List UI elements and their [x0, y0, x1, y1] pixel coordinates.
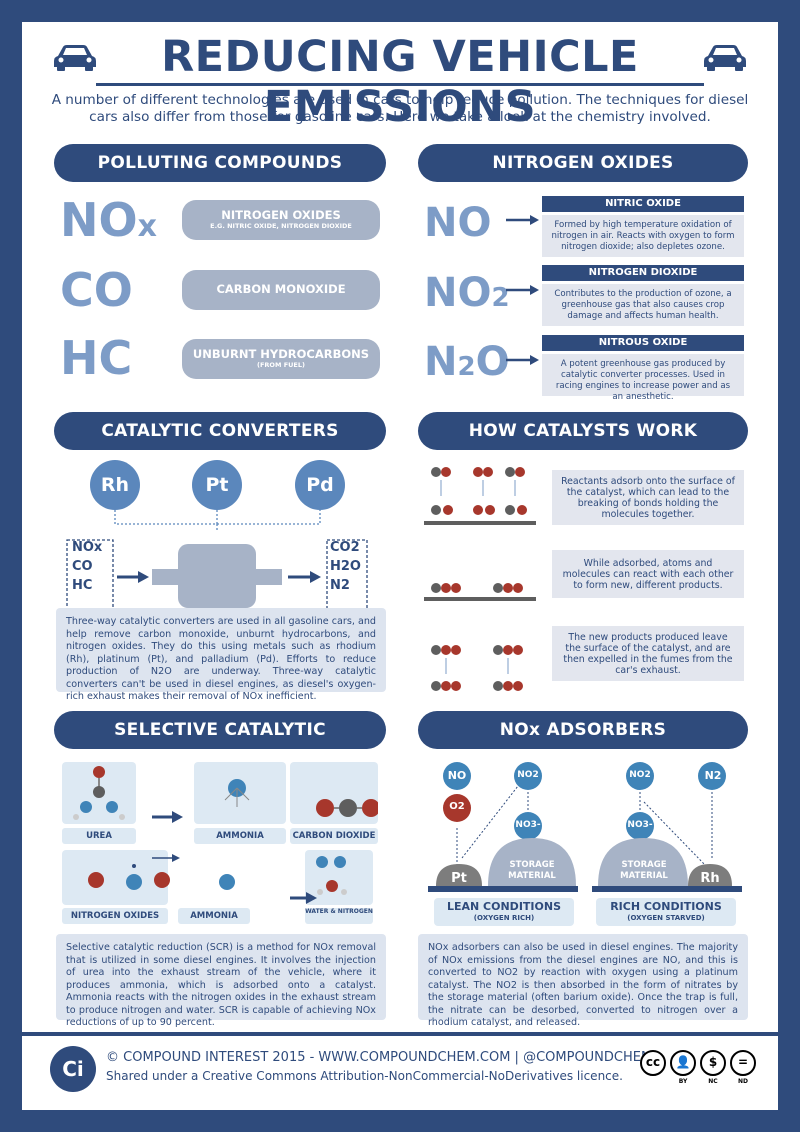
- storage-material-rich: STORAGE MATERIAL: [620, 860, 668, 881]
- nox-adsorbers-text: NOx adsorbers can also be used in diesel…: [418, 934, 748, 1028]
- no3-molecule-rich: NO3-: [627, 820, 653, 830]
- scr-molecules-diagram: [73, 766, 378, 904]
- palladium-atom: Pd: [295, 460, 345, 510]
- no2-molecule: NO2: [517, 770, 539, 780]
- nitrogen-oxides-pill: NITROGEN OXIDES E.G. NITRIC OXIDE, NITRO…: [182, 200, 380, 240]
- car-icon: [704, 45, 746, 71]
- cc-icon: cc: [640, 1050, 666, 1076]
- arrow-right-icon: [506, 355, 539, 365]
- nitrogen-dioxide-tag: NITROGEN DIOXIDE: [542, 265, 744, 281]
- step2: [424, 583, 536, 601]
- platinum-atom: Pt: [192, 460, 242, 510]
- intro-text: A number of different technologies are u…: [51, 92, 749, 125]
- nox-adsorbers-heading: NOx ADSORBERS: [418, 711, 748, 749]
- infographic-page: REDUCING VEHICLE EMISSIONS A number of d…: [22, 22, 778, 1110]
- nitrogen-oxides-label: NITROGEN OXIDES: [62, 908, 168, 924]
- converter-outputs: CO2 H2O N2: [330, 538, 361, 595]
- footer: [22, 1032, 778, 1110]
- car-icon: [54, 45, 96, 71]
- pt-catalyst: Pt: [451, 871, 467, 886]
- output-co2: CO2: [330, 540, 360, 555]
- nitrogen-oxides-heading: NITROGEN OXIDES: [418, 144, 748, 182]
- hc-symbol: HC: [60, 331, 133, 385]
- nitrous-oxide-description: A potent greenhouse gas produced by cata…: [542, 354, 744, 402]
- lean-conditions-subtitle: (OXYGEN RICH): [473, 914, 535, 922]
- urea-label: UREA: [62, 828, 136, 844]
- catalyst-step-2-text: While adsorbed, atoms and molecules can …: [552, 550, 744, 598]
- carbon-monoxide-pill: CARBON MONOXIDE: [182, 270, 380, 310]
- carbon-dioxide-label: CARBON DIOXIDE: [290, 828, 378, 844]
- no-formula: NO: [424, 200, 492, 246]
- step3: [431, 645, 523, 691]
- catalytic-converter-diagram: [66, 510, 368, 613]
- nitrogen-dioxide-description: Contributes to the production of ozone, …: [542, 284, 744, 326]
- input-nox: NOx: [72, 540, 103, 555]
- catalyst-step-1-text: Reactants adsorb onto the surface of the…: [552, 470, 744, 525]
- lean-conditions-box: LEAN CONDITIONS (OXYGEN RICH): [434, 898, 574, 926]
- rh-catalyst: Rh: [700, 871, 720, 886]
- attribution-icon: 👤: [670, 1050, 696, 1076]
- no3-molecule: NO3-: [515, 820, 541, 830]
- compound-interest-logo: Ci: [50, 1046, 96, 1092]
- nox-panel: [62, 850, 168, 905]
- output-n2: N2: [330, 578, 350, 593]
- no2-formula: NO2: [424, 270, 510, 316]
- input-co: CO: [72, 559, 93, 574]
- no2-molecule-rich: NO2: [629, 770, 651, 780]
- rich-conditions-box: RICH CONDITIONS (OXYGEN STARVED): [596, 898, 736, 926]
- n2o-formula: N2O: [424, 339, 510, 385]
- water-nitrogen-label: WATER & NITROGEN: [305, 908, 373, 924]
- by-label: BY: [678, 1078, 688, 1085]
- co2-panel: [290, 762, 378, 824]
- page-title: REDUCING VEHICLE EMISSIONS: [161, 32, 639, 132]
- nd-label: ND: [737, 1078, 748, 1085]
- nitrous-oxide-tag: NITROUS OXIDE: [542, 335, 744, 351]
- how-catalysts-work-heading: HOW CATALYSTS WORK: [418, 412, 748, 450]
- output-h2o: H2O: [330, 559, 361, 574]
- scr-heading: SELECTIVE CATALYTIC REDUCTION: [54, 711, 386, 778]
- title-underline: [96, 83, 704, 86]
- arrow-right-icon: [506, 285, 539, 295]
- nc-label: NC: [708, 1078, 718, 1085]
- input-hc: HC: [72, 578, 93, 593]
- nitric-oxide-tag: NITRIC OXIDE: [542, 196, 744, 212]
- footer-licence: Shared under a Creative Commons Attribut…: [106, 1069, 623, 1083]
- noncommercial-icon: $: [700, 1050, 726, 1076]
- nox-symbol: NOx: [60, 193, 157, 247]
- catalyst-step-3-text: The new products produced leave the surf…: [552, 626, 744, 681]
- ammonia-label: AMMONIA: [194, 828, 286, 844]
- catalytic-converters-heading: CATALYTIC CONVERTERS: [54, 412, 386, 450]
- unburnt-hydrocarbons-pill: UNBURNT HYDROCARBONS (FROM FUEL): [182, 339, 380, 379]
- catalyst-steps-diagram: [424, 467, 536, 691]
- rhodium-atom: Rh: [90, 460, 140, 510]
- nitric-oxide-description: Formed by high temperature oxidation of …: [542, 215, 744, 257]
- n2-molecule: N2: [704, 769, 722, 782]
- storage-material-lean: STORAGE MATERIAL: [508, 860, 556, 881]
- footer-copyright: © COMPOUND INTEREST 2015 - WWW.COMPOUNDC…: [106, 1050, 653, 1065]
- lean-conditions-title: LEAN CONDITIONS: [446, 900, 561, 913]
- no-molecule: NO: [447, 769, 467, 782]
- rich-conditions-subtitle: (OXYGEN STARVED): [627, 914, 705, 922]
- arrow-right-icon: [506, 215, 539, 225]
- nox-adsorber-diagram: [428, 762, 742, 892]
- co-symbol: CO: [60, 263, 133, 317]
- o2-molecule: O2: [449, 801, 465, 812]
- ammonia-label-2: AMMONIA: [178, 908, 250, 924]
- step1: [424, 467, 536, 525]
- scr-text: Selective catalytic reduction (SCR) is a…: [56, 934, 386, 1028]
- converter-inputs: NOx CO HC: [72, 538, 102, 595]
- polluting-compounds-heading: POLLUTING COMPOUNDS: [54, 144, 386, 182]
- catalytic-converters-text: Three-way catalytic converters are used …: [56, 608, 386, 702]
- rich-conditions-title: RICH CONDITIONS: [610, 900, 722, 913]
- noderivatives-icon: =: [730, 1050, 756, 1076]
